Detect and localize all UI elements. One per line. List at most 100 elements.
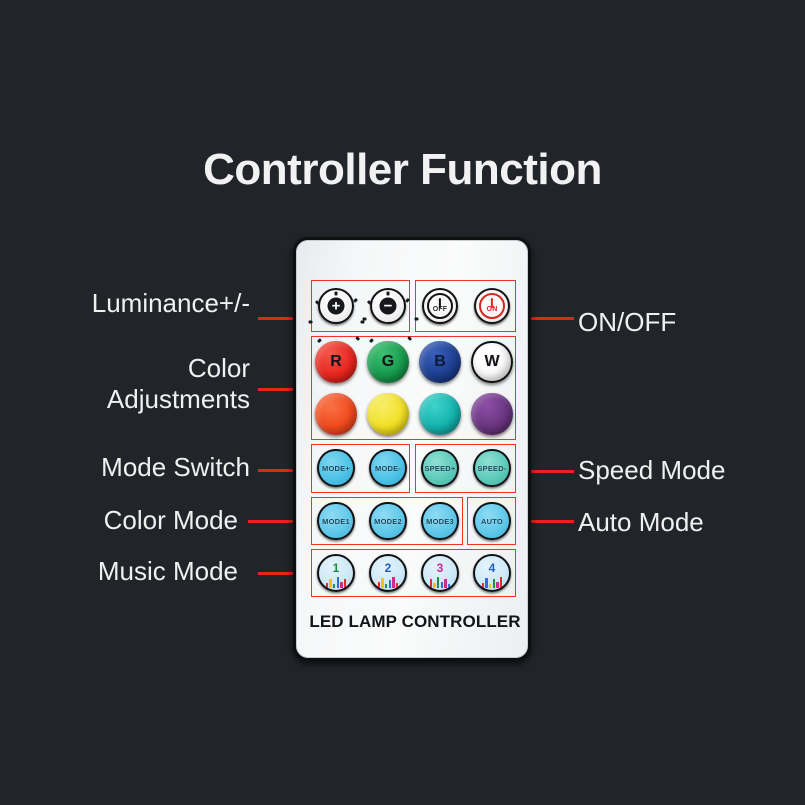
cell-auto-mode: AUTO xyxy=(466,502,518,540)
cell-speed-plus: SPEED+ xyxy=(414,449,466,487)
callout-mode-switch: Mode Switch xyxy=(20,452,250,483)
mode-1-label: MODE1 xyxy=(322,516,350,526)
color-yellow-button[interactable] xyxy=(367,393,409,435)
leader-line-mode-switch xyxy=(258,469,320,472)
cell-mode-plus: MODE+ xyxy=(310,449,362,487)
brightness-up-symbol: + xyxy=(327,297,345,315)
cell-color-cyan xyxy=(414,393,466,435)
power-on-button[interactable]: ON xyxy=(474,288,510,324)
cell-brightness-down: − xyxy=(360,288,419,350)
callout-color-mode: Color Mode xyxy=(20,505,238,536)
color-blue-label: B xyxy=(434,353,446,370)
brightness-up-button[interactable]: + xyxy=(308,288,367,350)
callout-auto-mode: Auto Mode xyxy=(578,507,704,538)
cell-mode-3: MODE3 xyxy=(414,502,466,540)
row-colors-secondary xyxy=(310,393,518,435)
color-red-label: R xyxy=(330,353,342,370)
callout-color-adjustments-line1: Color xyxy=(187,353,250,383)
row-luminance-power: + xyxy=(308,288,518,350)
music-2-button[interactable]: 2 xyxy=(369,554,407,592)
cell-music-3: 3 xyxy=(414,554,466,592)
mode-plus-button[interactable]: MODE+ xyxy=(317,449,355,487)
leader-line-auto-mode xyxy=(518,520,574,523)
callout-on-off: ON/OFF xyxy=(578,307,676,338)
color-blue-button[interactable]: B xyxy=(419,341,461,383)
equalizer-icon xyxy=(325,575,347,588)
callout-speed-mode: Speed Mode xyxy=(578,455,725,486)
color-green-button[interactable]: G xyxy=(367,341,409,383)
row-colors-primary: R G B W xyxy=(310,341,518,383)
color-purple-button[interactable] xyxy=(471,393,513,435)
color-orange-button[interactable] xyxy=(315,393,357,435)
music-2-label: 2 xyxy=(384,561,392,575)
page-title: Controller Function xyxy=(203,145,602,194)
row-mode-speed: MODE+ MODE- SPEED+ SPEED- xyxy=(310,449,518,487)
cell-music-4: 4 xyxy=(466,554,518,592)
callout-luminance: Luminance+/- xyxy=(20,288,250,319)
brightness-down-symbol: − xyxy=(379,297,397,315)
cell-mode-2: MODE2 xyxy=(362,502,414,540)
mode-plus-label: MODE+ xyxy=(322,463,350,473)
cell-speed-minus: SPEED- xyxy=(466,449,518,487)
callout-music-mode: Music Mode xyxy=(20,556,238,587)
music-4-button[interactable]: 4 xyxy=(473,554,511,592)
color-cyan-button[interactable] xyxy=(419,393,461,435)
cell-color-yellow xyxy=(362,393,414,435)
callout-speed-mode-text: Speed Mode xyxy=(578,455,726,485)
power-on-icon: ON xyxy=(479,293,505,319)
leader-line-music-mode xyxy=(258,572,320,575)
cell-mode-1: MODE1 xyxy=(310,502,362,540)
auto-mode-button[interactable]: AUTO xyxy=(473,502,511,540)
callout-color-adjustments-line2: Adjustments xyxy=(106,383,250,414)
equalizer-icon xyxy=(377,575,399,588)
speed-minus-label: SPEED- xyxy=(477,463,507,473)
color-white-button[interactable]: W xyxy=(471,341,513,383)
equalizer-icon xyxy=(481,575,503,588)
row-color-mode-auto: MODE1 MODE2 MODE3 AUTO xyxy=(310,502,518,540)
equalizer-icon xyxy=(429,575,451,588)
mode-3-button[interactable]: MODE3 xyxy=(421,502,459,540)
speed-minus-button[interactable]: SPEED- xyxy=(473,449,511,487)
remote-control-body: + xyxy=(293,237,531,661)
music-4-label: 4 xyxy=(488,561,496,575)
remote-brand-text: LED LAMP CONTROLLER xyxy=(309,612,521,631)
mode-2-label: MODE2 xyxy=(374,516,402,526)
power-off-icon: OFF xyxy=(427,293,453,319)
mode-minus-button[interactable]: MODE- xyxy=(369,449,407,487)
leader-line-color-mode xyxy=(248,520,320,523)
music-1-label: 1 xyxy=(332,561,340,575)
speed-plus-label: SPEED+ xyxy=(424,463,456,473)
power-bar xyxy=(490,297,494,308)
brightness-plus-icon xyxy=(308,289,367,350)
speed-plus-button[interactable]: SPEED+ xyxy=(421,449,459,487)
power-on-label: ON xyxy=(486,306,498,313)
leader-line-color-adj xyxy=(258,388,320,391)
cell-music-2: 2 xyxy=(362,554,414,592)
callout-color-mode-text: Color Mode xyxy=(103,505,238,535)
mode-1-button[interactable]: MODE1 xyxy=(317,502,355,540)
cell-color-purple xyxy=(466,393,518,435)
cell-power-on: ON xyxy=(466,288,518,324)
color-red-button[interactable]: R xyxy=(315,341,357,383)
row-music-mode: 1 2 xyxy=(310,554,518,592)
callout-mode-switch-text: Mode Switch xyxy=(101,452,250,482)
cell-color-red: R xyxy=(310,341,362,383)
cell-color-blue: B xyxy=(414,341,466,383)
power-bar xyxy=(438,297,442,308)
mode-3-label: MODE3 xyxy=(426,516,454,526)
brightness-minus-icon xyxy=(360,289,419,350)
music-1-button[interactable]: 1 xyxy=(317,554,355,592)
leader-line-on-off xyxy=(518,317,574,320)
leader-line-speed-mode xyxy=(518,470,574,473)
power-off-button[interactable]: OFF xyxy=(422,288,458,324)
mode-2-button[interactable]: MODE2 xyxy=(369,502,407,540)
music-3-button[interactable]: 3 xyxy=(421,554,459,592)
brightness-down-button[interactable]: − xyxy=(360,288,419,350)
callout-music-mode-text: Music Mode xyxy=(97,556,238,586)
cell-music-1: 1 xyxy=(310,554,362,592)
callout-color-adjustments: Color Adjustments xyxy=(20,353,250,414)
cell-color-white: W xyxy=(466,341,518,383)
color-green-label: G xyxy=(381,353,395,370)
callout-luminance-text: Luminance+/- xyxy=(91,288,250,318)
